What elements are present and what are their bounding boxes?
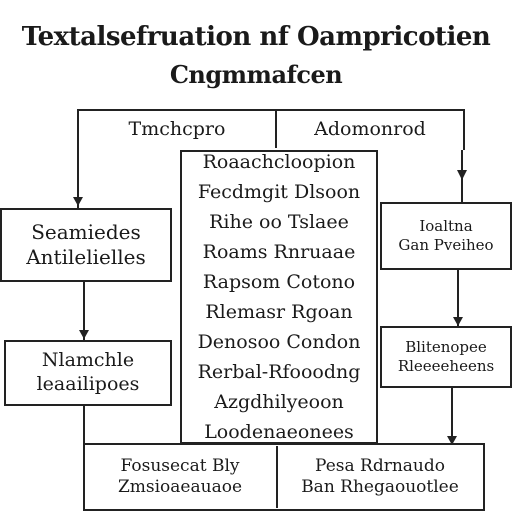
bottom-right-box: Pesa Rdrnaudo Ban Rhegaouotlee <box>276 446 482 508</box>
right-box-2-line-1: Blitenopee <box>405 338 487 357</box>
left-box-1-line-2: Antilelielles <box>26 245 146 269</box>
diagram-subtitle: Cngmmafcen <box>169 60 343 89</box>
bottom-right-line-2: Ban Rhegaouotlee <box>301 477 459 497</box>
center-list-item: Rihe oo Tslaee <box>209 210 349 233</box>
center-list-item: Azgdhilyeoon <box>214 390 344 413</box>
center-list-item: Rapsom Cotono <box>202 270 356 293</box>
header-left-label: Tmchcpro <box>80 112 274 148</box>
center-list-item: Denosoo Condon <box>197 330 361 353</box>
bottom-left-box: Fosusecat Bly Zmsioaeauaoe <box>86 446 274 508</box>
right-link-arrow <box>453 317 463 326</box>
left-box-1: Seamiedes Antilelielles <box>0 208 172 282</box>
left-link-arrow <box>79 330 89 339</box>
bottom-left-line-2: Zmsioaeauaoe <box>117 477 243 497</box>
left-box-2-line-1: Nlamchle <box>41 349 135 372</box>
right-drop-arrow <box>457 170 467 180</box>
right-box-1-line-1: Ioaltna <box>419 217 473 236</box>
center-list-item: Roams Rnruaae <box>202 240 356 263</box>
left-box-2-line-2: leaailipoes <box>36 373 140 395</box>
center-list-item: Loodenaeonees <box>204 420 354 443</box>
diagram-title: Textalsefruation nf Oampricotien <box>21 22 491 52</box>
header-bracket-line <box>77 109 465 150</box>
right-box-1-line-2: Gan Pveiheo <box>398 236 494 254</box>
center-list-item: Fecdmgit Dlsoon <box>197 180 361 203</box>
right-box-2-line-2: Rleeeeheens <box>397 357 495 375</box>
left-drop-arrow <box>73 197 83 206</box>
center-list-item: Rlemasr Rgoan <box>205 300 353 323</box>
right-box-1: Ioaltna Gan Pveiheo <box>380 202 512 270</box>
center-list-item: Rerbal-Rfooodng <box>197 360 361 383</box>
header-right-label: Adomonrod <box>278 112 462 148</box>
center-list-item: Roaachcloopion <box>202 150 356 173</box>
right-bottom-arrow <box>447 436 457 445</box>
left-box-1-line-1: Seamiedes <box>31 220 141 244</box>
bottom-frame <box>83 443 485 511</box>
left-box-2: Nlamchle leaailipoes <box>4 340 172 406</box>
bottom-left-line-1: Fosusecat Bly <box>120 455 240 476</box>
right-box-2: Blitenopee Rleeeeheens <box>380 326 512 388</box>
header-left-text: Tmchcpro <box>128 118 226 141</box>
header-right-text: Adomonrod <box>314 118 426 141</box>
bottom-right-line-1: Pesa Rdrnaudo <box>315 455 445 476</box>
